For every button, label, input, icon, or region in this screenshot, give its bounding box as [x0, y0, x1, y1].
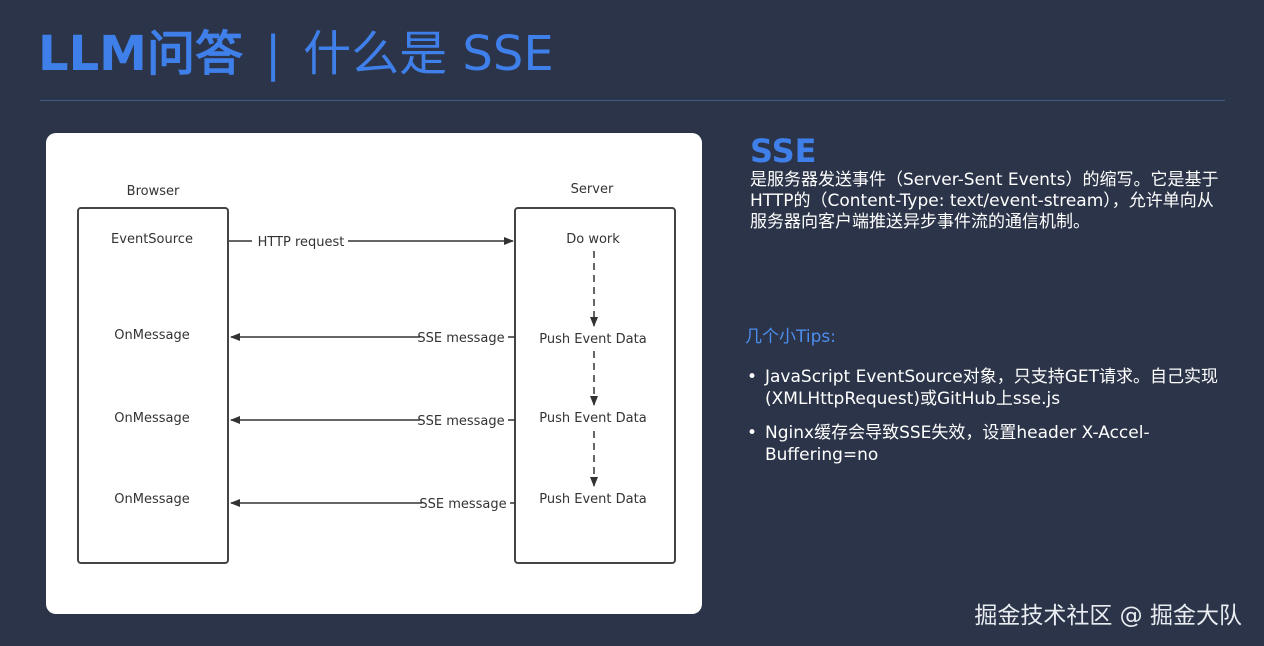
push-event-label-1: Push Event Data: [539, 332, 646, 347]
tips-heading: 几个小Tips:: [745, 327, 836, 347]
tip-item-2: Nginx缓存会导致SSE失效，设置header X-Accel-Bufferi…: [745, 422, 1225, 466]
sse-description: 是服务器发送事件（Server-Sent Events）的缩写。它是基于HTTP…: [750, 170, 1219, 232]
browser-label: Browser: [127, 184, 180, 199]
sse-message-label-3: SSE message: [419, 497, 506, 512]
browser-box: [77, 207, 229, 564]
sse-heading: SSE: [750, 132, 817, 170]
server-label: Server: [571, 182, 614, 197]
push-event-label-3: Push Event Data: [539, 492, 646, 507]
sse-info: SSE 是服务器发送事件（Server-Sent Events）的缩写。它是基于…: [750, 132, 1230, 233]
diagram-panel: Browser Server EventSource Do work HTTP …: [46, 133, 702, 614]
on-message-label-3: OnMessage: [114, 492, 189, 507]
push-event-label-2: Push Event Data: [539, 411, 646, 426]
server-box: [514, 207, 676, 564]
sse-message-label-1: SSE message: [417, 331, 504, 346]
on-message-label-2: OnMessage: [114, 411, 189, 426]
page-title: LLM问答 | 什么是 SSE: [38, 24, 554, 84]
on-message-label-1: OnMessage: [114, 328, 189, 343]
sse-message-label-2: SSE message: [417, 414, 504, 429]
title-main: LLM问答: [38, 26, 243, 82]
tip-item-1: JavaScript EventSource对象，只支持GET请求。自己实现(X…: [745, 366, 1225, 410]
sse-sequence-diagram: Browser Server EventSource Do work HTTP …: [77, 182, 676, 564]
title-sub: 什么是 SSE: [303, 26, 554, 82]
tips-list: JavaScript EventSource对象，只支持GET请求。自己实现(X…: [745, 366, 1225, 478]
event-source-label: EventSource: [111, 232, 193, 247]
title-separator: |: [264, 26, 282, 82]
watermark: 掘金技术社区 @ 掘金大队: [974, 603, 1242, 629]
do-work-label: Do work: [566, 232, 620, 247]
http-request-label: HTTP request: [258, 235, 345, 250]
title-divider: [40, 100, 1225, 101]
